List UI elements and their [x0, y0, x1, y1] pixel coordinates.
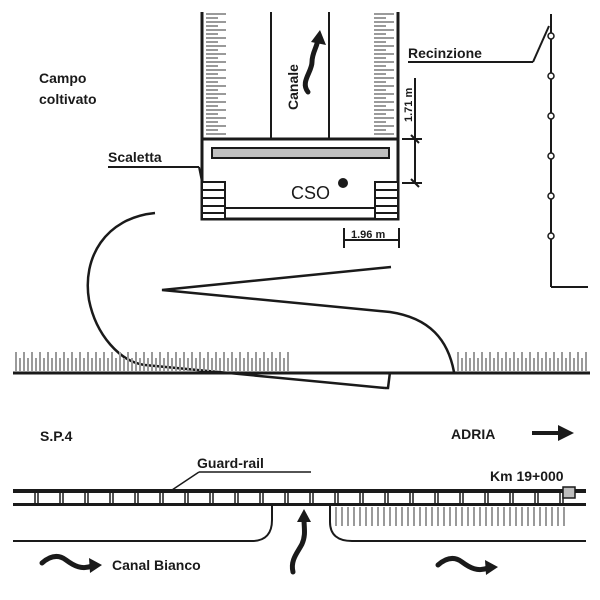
- road-label: S.P.4: [40, 428, 73, 444]
- width-dimension: [343, 228, 400, 248]
- canal-channel: [200, 12, 400, 139]
- field-label-line1: Campo: [39, 70, 86, 86]
- field-label-line2: coltivato: [39, 91, 97, 107]
- canal-left-bank-hatch: [206, 13, 226, 135]
- guardrail-posts: [34, 493, 564, 503]
- cso-label: CSO: [291, 183, 330, 203]
- canal-bianco-flow-arrow-right-icon: [435, 555, 498, 575]
- canal-bianco-bank-right: [329, 506, 586, 542]
- grass-strip-left: [15, 352, 289, 371]
- fence: [547, 14, 588, 288]
- guardrail-top-beam: [13, 489, 586, 493]
- fence-post-icon: [547, 152, 555, 160]
- cso-structure: [200, 137, 400, 221]
- km-marker-square-icon: [562, 486, 576, 499]
- canal-flow-arrow-icon: [302, 30, 326, 95]
- km-marker-label: Km 19+000: [490, 468, 564, 484]
- canal-bianco-bank-hatch: [335, 507, 565, 526]
- direction-label: ADRIA: [451, 426, 495, 442]
- ladder-label: Scaletta: [108, 149, 162, 165]
- canal-right-bank-hatch: [374, 13, 394, 135]
- cso-point-marker-icon: [338, 178, 348, 188]
- fence-label: Recinzione: [408, 45, 482, 61]
- ladder-leader-tick: [198, 166, 203, 183]
- fence-post-icon: [547, 232, 555, 240]
- canal-bianco-bank-left: [13, 506, 273, 542]
- ladder-steps-left: [201, 181, 226, 220]
- fence-post-icon: [547, 32, 555, 40]
- guardrail-label: Guard-rail: [197, 455, 264, 471]
- fence-post-icon: [547, 112, 555, 120]
- height-dimension-label: 1.71 m: [403, 88, 415, 122]
- fence-leader-tick: [532, 25, 550, 63]
- canal-bianco-label: Canal Bianco: [112, 557, 201, 573]
- cso-slab: [211, 147, 390, 159]
- inflow-arrow-icon: [289, 509, 311, 575]
- ladder-steps-right: [374, 181, 399, 220]
- fence-post-icon: [547, 192, 555, 200]
- grass-strip-right: [457, 352, 587, 371]
- guardrail-bottom-beam: [13, 503, 586, 506]
- access-ramp: [86, 211, 456, 390]
- fence-post-icon: [547, 72, 555, 80]
- height-dimension: [402, 78, 422, 188]
- fence-posts: [547, 32, 555, 240]
- width-dimension-label: 1.96 m: [351, 229, 385, 241]
- canal-label: Canale: [285, 64, 301, 110]
- guardrail: [13, 486, 586, 506]
- canal-bianco-flow-arrow-left-icon: [39, 553, 102, 573]
- guardrail-leader-tick: [171, 471, 200, 491]
